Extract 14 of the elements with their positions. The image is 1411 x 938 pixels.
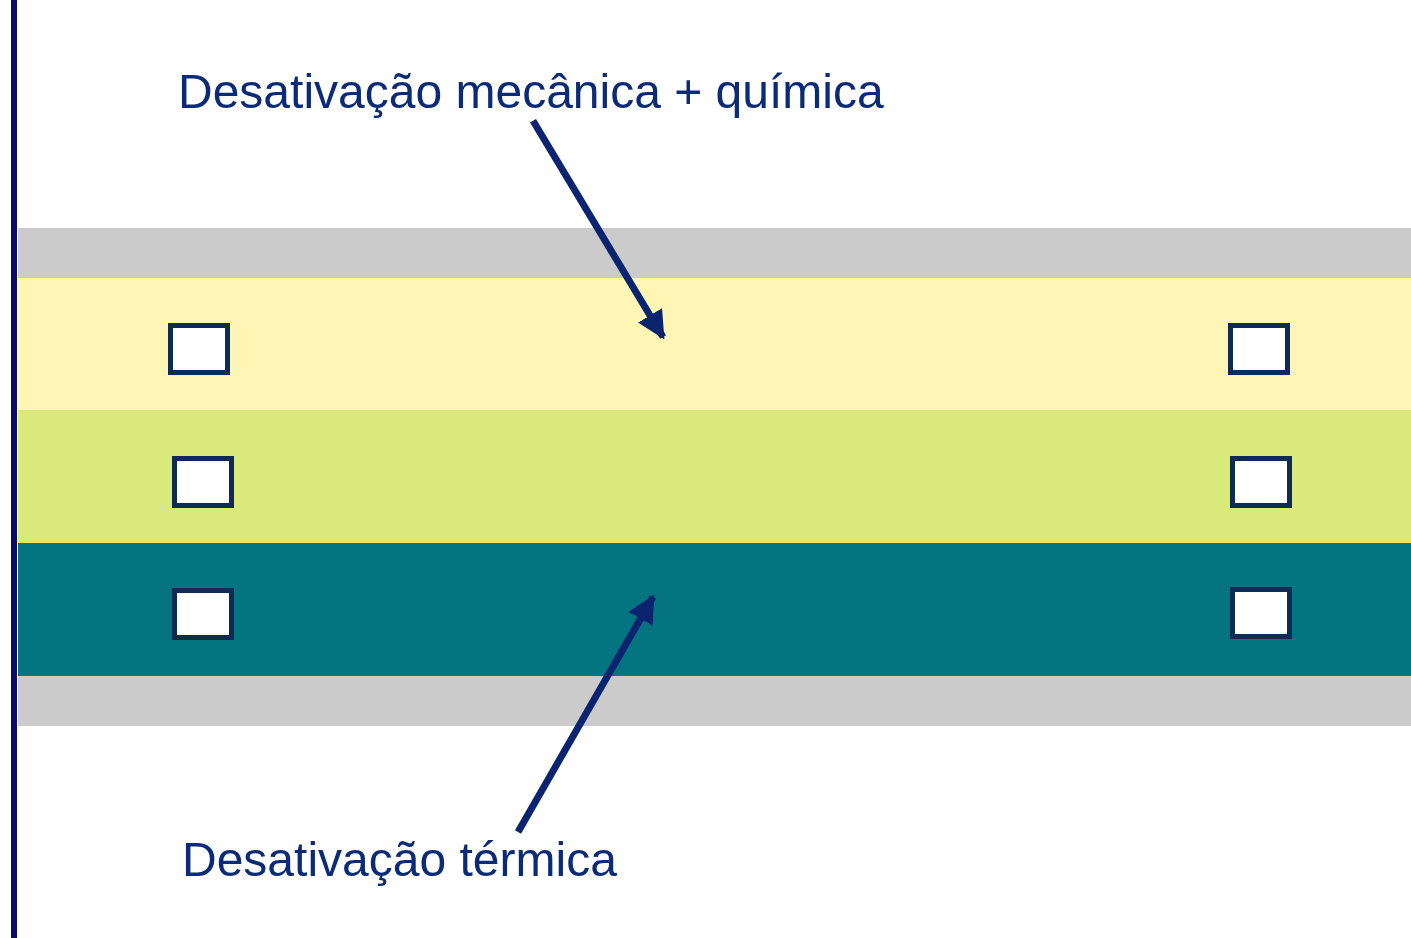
square-marker [168,323,230,375]
square-marker [172,456,234,508]
square-marker [1230,456,1292,508]
square-marker [172,588,234,640]
wall-strip [18,228,1411,726]
arrow [514,594,657,834]
layer-band [18,410,1411,543]
layer-band [18,543,1411,676]
square-marker [1228,323,1290,375]
square-marker [1230,587,1292,639]
annotation-text: Desativação térmica [182,834,617,887]
annotation-text: Desativação mecânica + química [178,66,884,119]
arrow [530,119,666,340]
layer-band [18,278,1411,410]
